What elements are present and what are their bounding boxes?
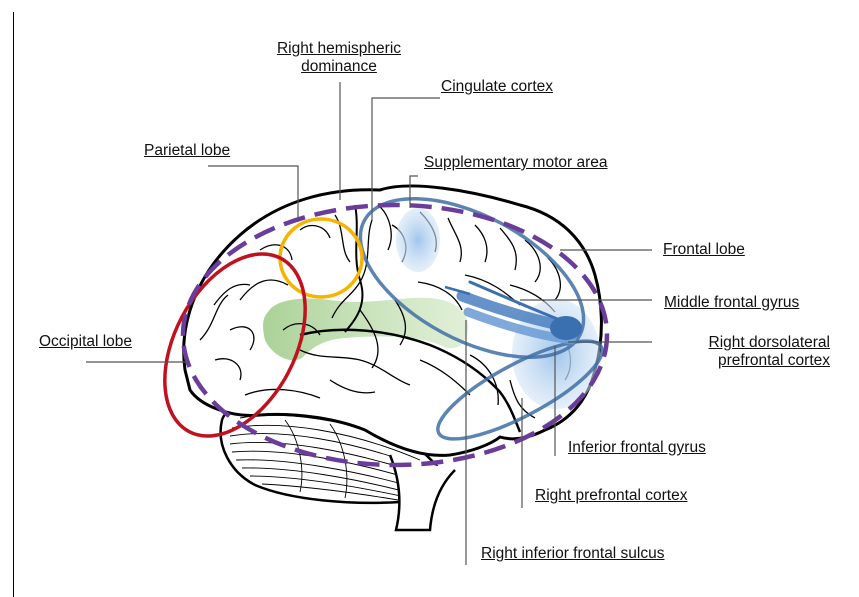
label-supplementary-motor-area: Supplementary motor area — [424, 154, 608, 172]
label-occipital-lobe: Occipital lobe — [39, 333, 132, 351]
label-inferior-frontal-gyrus: Inferior frontal gyrus — [568, 439, 706, 457]
label-right-inferior-frontal-sulcus: Right inferior frontal sulcus — [481, 545, 665, 563]
label-right-dorsolateral-prefrontal-cortex: Right dorsolateral prefrontal cortex — [668, 334, 830, 370]
label-cingulate-cortex: Cingulate cortex — [441, 78, 553, 96]
supplementary-motor-area-region — [396, 208, 440, 272]
label-parietal-lobe: Parietal lobe — [144, 142, 230, 160]
label-middle-frontal-gyrus: Middle frontal gyrus — [664, 294, 799, 312]
label-right-hemispheric-dominance: Right hemispheric dominance — [262, 40, 416, 76]
label-right-prefrontal-cortex: Right prefrontal cortex — [535, 487, 688, 505]
label-frontal-lobe: Frontal lobe — [663, 241, 745, 259]
